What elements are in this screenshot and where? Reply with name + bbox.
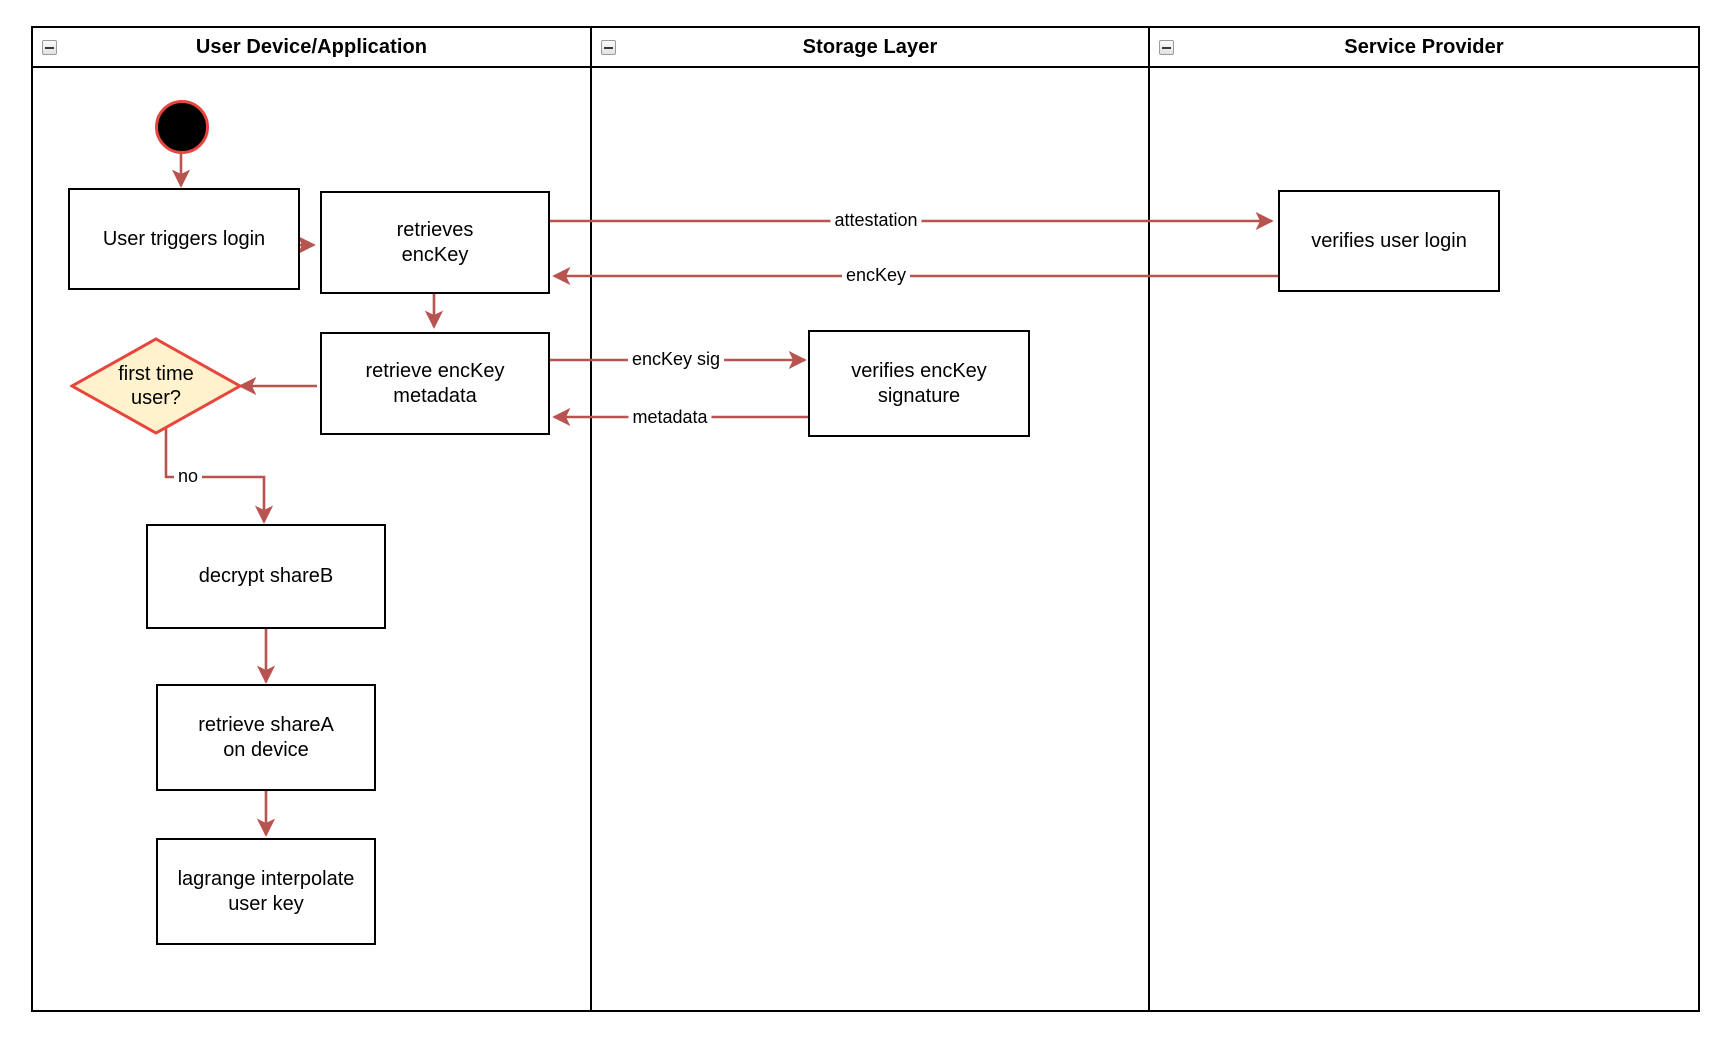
minus-box-icon[interactable] xyxy=(601,40,616,55)
start-node[interactable] xyxy=(155,100,209,154)
node-label: verifies encKey signature xyxy=(851,359,987,407)
node-label: lagrange interpolate user key xyxy=(177,867,355,915)
swimlane-user-device-application[interactable]: User Device/Application xyxy=(33,28,590,1010)
node-label: decrypt shareB xyxy=(198,565,334,587)
lane-header-user[interactable]: User Device/Application xyxy=(33,28,590,68)
node-label: first time user? xyxy=(118,363,194,409)
node-verifies-user-login[interactable]: verifies user login xyxy=(1278,190,1500,292)
node-label: retrieves encKey xyxy=(396,218,474,266)
lane-title-storage: Storage Layer xyxy=(802,35,938,58)
node-verifies-enckey-signature[interactable]: verifies encKey signature xyxy=(808,330,1030,437)
node-label: retrieve shareA on device xyxy=(198,713,334,761)
node-user-triggers-login[interactable]: User triggers login xyxy=(68,188,300,290)
lane-title-user: User Device/Application xyxy=(195,35,428,58)
edge-label-no: no xyxy=(173,466,203,487)
node-decrypt-shareb[interactable]: decrypt shareB xyxy=(146,524,386,629)
swimlane-storage-layer[interactable]: Storage Layer xyxy=(590,28,1148,1010)
node-retrieves-enckey[interactable]: retrieves encKey xyxy=(320,191,550,294)
lane-header-provider[interactable]: Service Provider xyxy=(1150,28,1698,68)
swimlane-service-provider[interactable]: Service Provider xyxy=(1148,28,1698,1010)
node-label: verifies user login xyxy=(1311,229,1467,252)
edge-label-metadata: metadata xyxy=(628,407,712,428)
edge-label-enckey: encKey xyxy=(841,265,911,286)
lane-title-provider: Service Provider xyxy=(1344,35,1504,58)
node-first-time-user-decision[interactable]: first time user? xyxy=(68,337,244,435)
node-retrieve-enckey-metadata[interactable]: retrieve encKey metadata xyxy=(320,332,550,435)
node-label: retrieve encKey metadata xyxy=(365,359,505,407)
lane-header-storage[interactable]: Storage Layer xyxy=(592,28,1148,68)
node-label: User triggers login xyxy=(102,227,266,250)
minus-box-icon[interactable] xyxy=(42,40,57,55)
minus-box-icon[interactable] xyxy=(1159,40,1174,55)
node-retrieve-sharea-on-device[interactable]: retrieve shareA on device xyxy=(156,684,376,791)
edge-label-enckey-sig: encKey sig xyxy=(627,349,725,370)
edge-label-attestation: attestation xyxy=(830,210,922,231)
diamond-shape xyxy=(68,337,244,435)
node-lagrange-interpolate-user-key[interactable]: lagrange interpolate user key xyxy=(156,838,376,945)
